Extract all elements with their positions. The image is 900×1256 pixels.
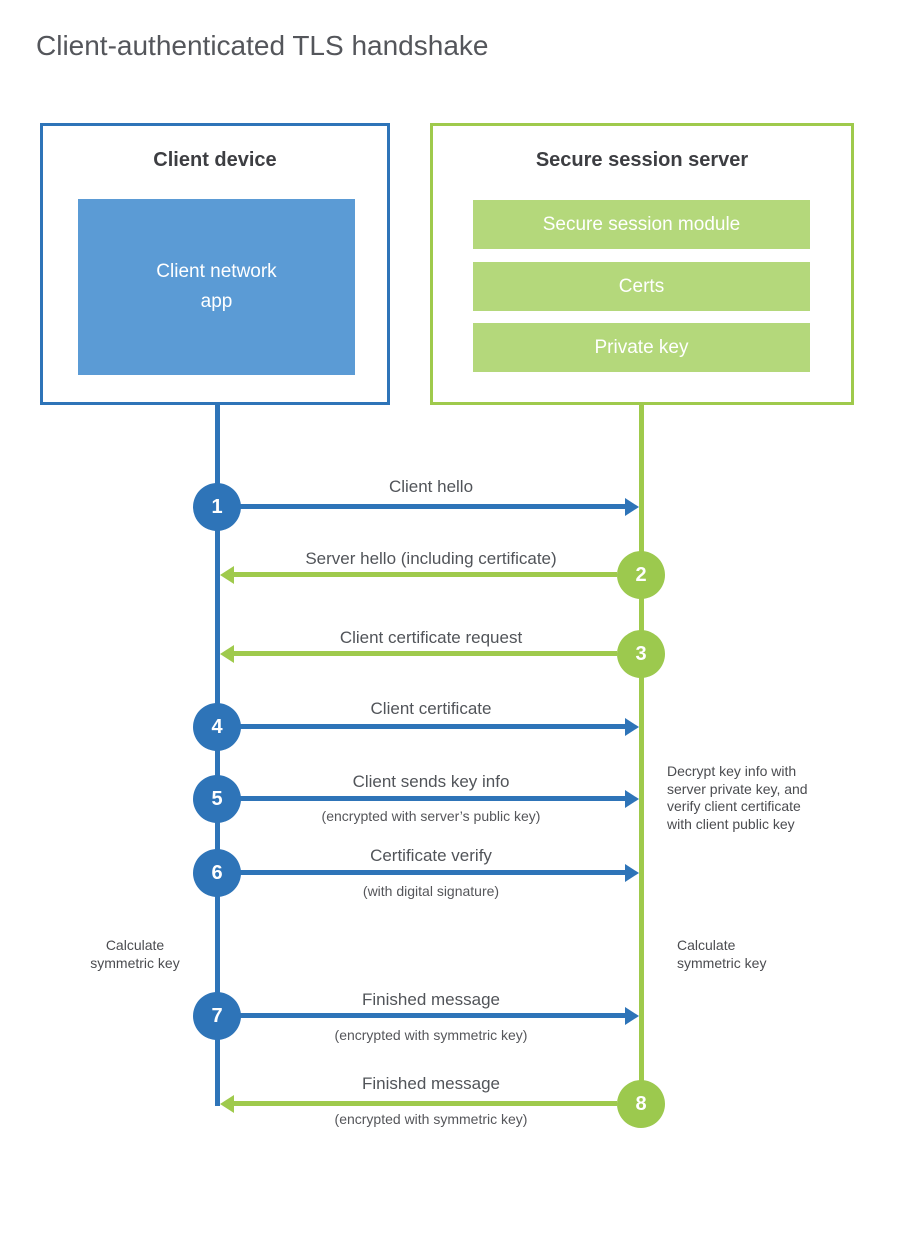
bar-certs: Certs bbox=[473, 262, 810, 311]
annotation-decrypt-key-info: Decrypt key info with server private key… bbox=[667, 763, 808, 832]
annotation-calc-symmetric-key-server: Calculate symmetric key bbox=[677, 937, 767, 971]
step-3-label: Client certificate request bbox=[339, 628, 523, 647]
step-1-number: 1 bbox=[211, 495, 223, 518]
step-2-number: 2 bbox=[635, 563, 647, 586]
step-4-arrow-right-icon bbox=[240, 724, 626, 729]
step-2-circle: 2 bbox=[617, 551, 665, 599]
step-8-circle: 8 bbox=[617, 1080, 665, 1128]
step-7-label: Finished message bbox=[362, 990, 500, 1009]
step-6-number: 6 bbox=[211, 861, 223, 884]
bar-private-key: Private key bbox=[473, 323, 810, 372]
step-8-label: Finished message bbox=[362, 1074, 500, 1093]
step-8-sublabel: (encrypted with symmetric key) bbox=[334, 1111, 528, 1127]
step-2-label: Server hello (including certificate) bbox=[305, 549, 557, 568]
step-7-sublabel: (encrypted with symmetric key) bbox=[334, 1027, 528, 1043]
step-6-sublabel: (with digital signature) bbox=[362, 883, 500, 899]
step-4-label: Client certificate bbox=[370, 699, 492, 718]
server-title: Secure session server bbox=[535, 149, 749, 171]
step-7-circle: 7 bbox=[193, 992, 241, 1040]
step-5-number: 5 bbox=[211, 787, 223, 810]
server-box: Secure session server Secure session mod… bbox=[430, 123, 854, 405]
page-title: Client-authenticated TLS handshake bbox=[36, 30, 489, 61]
annotation-calc-symmetric-key-client: Calculate symmetric key bbox=[90, 937, 180, 971]
step-6-label: Certificate verify bbox=[370, 846, 492, 865]
client-app-label-line1: Client network bbox=[156, 261, 277, 282]
step-2-arrow-left-icon bbox=[233, 572, 617, 577]
step-8-arrow-left-icon bbox=[233, 1101, 617, 1106]
step-3-number: 3 bbox=[635, 642, 647, 665]
step-1-circle: 1 bbox=[193, 483, 241, 531]
step-8-number: 8 bbox=[635, 1092, 647, 1115]
step-3-arrow-left-icon bbox=[233, 651, 617, 656]
client-app-label-line2: app bbox=[200, 291, 233, 312]
client-network-app-box: Client network app bbox=[78, 199, 355, 375]
client-lifeline bbox=[215, 405, 220, 1106]
step-4-number: 4 bbox=[211, 715, 223, 738]
step-6-arrow-right-icon bbox=[240, 870, 626, 875]
step-3-circle: 3 bbox=[617, 630, 665, 678]
server-lifeline bbox=[639, 405, 644, 1104]
step-1-arrow-right-icon bbox=[240, 504, 626, 509]
step-6-circle: 6 bbox=[193, 849, 241, 897]
step-7-number: 7 bbox=[211, 1004, 223, 1027]
step-7-arrow-right-icon bbox=[240, 1013, 626, 1018]
client-device-box: Client device Client network app bbox=[40, 123, 390, 405]
step-1-label: Client hello bbox=[388, 477, 474, 496]
bar-secure-session-module: Secure session module bbox=[473, 200, 810, 249]
step-5-sublabel: (encrypted with server’s public key) bbox=[321, 808, 541, 824]
step-5-arrow-right-icon bbox=[240, 796, 626, 801]
step-5-label: Client sends key info bbox=[352, 772, 510, 791]
step-5-circle: 5 bbox=[193, 775, 241, 823]
step-4-circle: 4 bbox=[193, 703, 241, 751]
client-device-title: Client device bbox=[153, 149, 277, 171]
